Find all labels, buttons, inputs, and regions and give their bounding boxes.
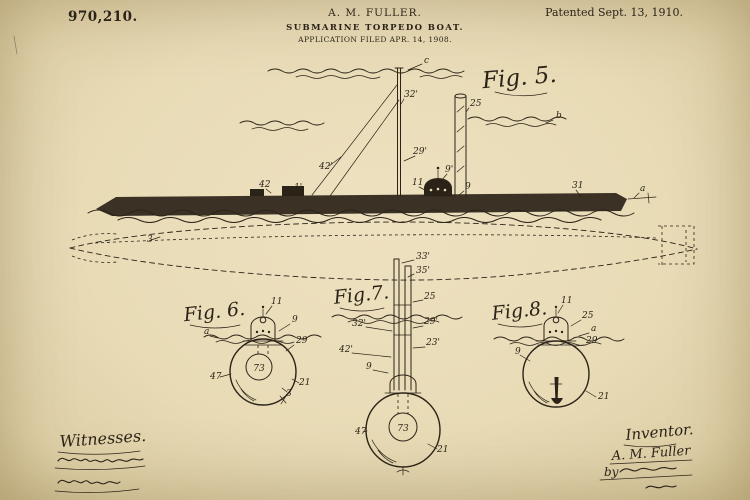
witness-signature-1 xyxy=(57,457,144,463)
ref-numeral: 42' xyxy=(318,162,333,172)
fig6-waterline xyxy=(203,334,322,344)
ventilation-tube xyxy=(454,93,467,197)
application-line: APPLICATION FILED APR. 14, 1908. xyxy=(297,35,452,44)
attorney-title-scribble xyxy=(645,485,677,489)
fig5-caption: Fig. 5. xyxy=(480,62,558,94)
inventor-signature: A. M. Fuller xyxy=(610,443,691,464)
inventor-signature-underline xyxy=(609,459,693,465)
fig7-caption-flourish xyxy=(339,307,385,312)
fig6-spherical-hull xyxy=(229,338,297,406)
upper-waterline xyxy=(267,68,465,79)
fig6-section: Fig. 6. 11 9 a 29 xyxy=(182,297,322,406)
ref-numeral: 32' xyxy=(404,90,418,100)
ref-numeral: 47 xyxy=(209,372,222,382)
ref-numeral: 3 xyxy=(147,235,153,245)
ref-numeral: 3 xyxy=(286,389,292,399)
inventor-flourish xyxy=(623,443,677,448)
ref-numeral: 73 xyxy=(397,424,409,434)
fig7-spherical-hull xyxy=(365,392,441,476)
fig7-section: Fig.7. 33' 35' xyxy=(331,252,463,476)
fig8-waterline xyxy=(493,336,625,346)
attorney-signature-underline xyxy=(599,474,693,481)
ref-numeral: 9 xyxy=(465,182,471,192)
ref-numeral: 32' xyxy=(352,319,366,329)
ref-numeral: 11 xyxy=(412,178,423,188)
ref-numeral: 29' xyxy=(423,317,438,327)
ref-numeral: a xyxy=(204,327,209,337)
patent-date: Patented Sept. 13, 1910. xyxy=(545,6,683,19)
ref-numeral: 25 xyxy=(423,292,436,302)
fig5-caption-flourish xyxy=(494,91,548,97)
mid-waterline xyxy=(239,116,567,131)
fig8-caption: Fig.8. xyxy=(490,297,549,325)
fig6-dome xyxy=(242,305,284,346)
ref-numeral: 31 xyxy=(572,181,583,191)
ref-numeral: 9' xyxy=(445,165,453,175)
fig6-caption-flourish xyxy=(189,324,241,329)
witnesses-flourish xyxy=(57,450,141,455)
ref-numeral: c xyxy=(424,56,429,66)
ref-numeral: 21 xyxy=(597,392,609,402)
ref-numeral: 25 xyxy=(581,311,594,321)
ref-numeral: 29' xyxy=(412,147,427,157)
fig8-caption-flourish xyxy=(497,323,543,328)
periscope-mast xyxy=(394,67,404,197)
patent-header: 970,210. A. M. FULLER. SUBMARINE TORPEDO… xyxy=(13,6,683,55)
ref-numeral: 33' xyxy=(416,252,430,262)
ref-numeral: 9 xyxy=(515,347,521,357)
margin-mark xyxy=(13,35,18,55)
witnesses-label: Witnesses. xyxy=(59,426,147,451)
witness-signature-1-underline xyxy=(54,465,146,470)
ref-numeral: 42 xyxy=(258,180,271,190)
by-label: by xyxy=(604,465,619,479)
propeller-blade xyxy=(551,398,563,404)
ref-numeral: 9 xyxy=(292,315,298,325)
ref-numeral: 29 xyxy=(295,336,308,346)
witnesses-block: Witnesses. xyxy=(54,426,147,493)
patent-number: 970,210. xyxy=(68,9,138,25)
ref-numeral: 21 xyxy=(298,378,310,388)
fig8-section: Fig.8. 11 25 a 29 9 2 xyxy=(490,296,625,408)
witness-signature-2-underline xyxy=(54,488,140,493)
ref-numeral: a xyxy=(591,324,596,334)
fig6-caption: Fig. 6. xyxy=(182,298,247,326)
ref-numeral: 11 xyxy=(271,297,282,307)
ref-numeral: 21 xyxy=(436,445,448,455)
fig8-leader-lines xyxy=(519,304,597,398)
witness-signature-2 xyxy=(57,479,121,485)
fig5-side-elevation: Fig. 5. xyxy=(69,56,698,281)
ref-numeral: b xyxy=(556,111,562,121)
inventor-label: Inventor. xyxy=(624,420,694,444)
fig7-waterline xyxy=(331,314,463,324)
fig7-tubes xyxy=(393,258,412,391)
guy-wires xyxy=(311,84,400,197)
fig7-caption: Fig.7. xyxy=(332,281,391,309)
ref-numeral: 9 xyxy=(366,362,372,372)
inventor-name-heading: A. M. FULLER. xyxy=(327,7,422,19)
inventor-block: Inventor. A. M. Fuller by xyxy=(599,420,694,489)
ref-numeral: 25 xyxy=(469,99,482,109)
ref-numeral: 1' xyxy=(294,183,302,193)
ref-numeral: 29 xyxy=(585,336,598,346)
attorney-signature xyxy=(619,467,677,473)
fig7-dome xyxy=(384,374,422,394)
submerged-hull-outline xyxy=(69,221,698,281)
ref-numeral: 47 xyxy=(354,427,367,437)
fig8-spherical-hull xyxy=(522,340,590,408)
propeller-shaft xyxy=(554,377,559,403)
ref-numeral: 73 xyxy=(253,364,265,374)
ref-numeral: 11 xyxy=(561,296,572,306)
invention-title: SUBMARINE TORPEDO BOAT. xyxy=(286,23,464,33)
fig5-leader-lines xyxy=(150,63,640,241)
ref-numeral: 42' xyxy=(338,345,353,355)
ref-numeral: a xyxy=(640,184,645,194)
ref-numeral: 35' xyxy=(416,266,430,276)
fig7-leader-lines xyxy=(351,259,438,450)
fig6-leader-lines xyxy=(209,305,300,393)
ref-numeral: 23' xyxy=(425,338,440,348)
